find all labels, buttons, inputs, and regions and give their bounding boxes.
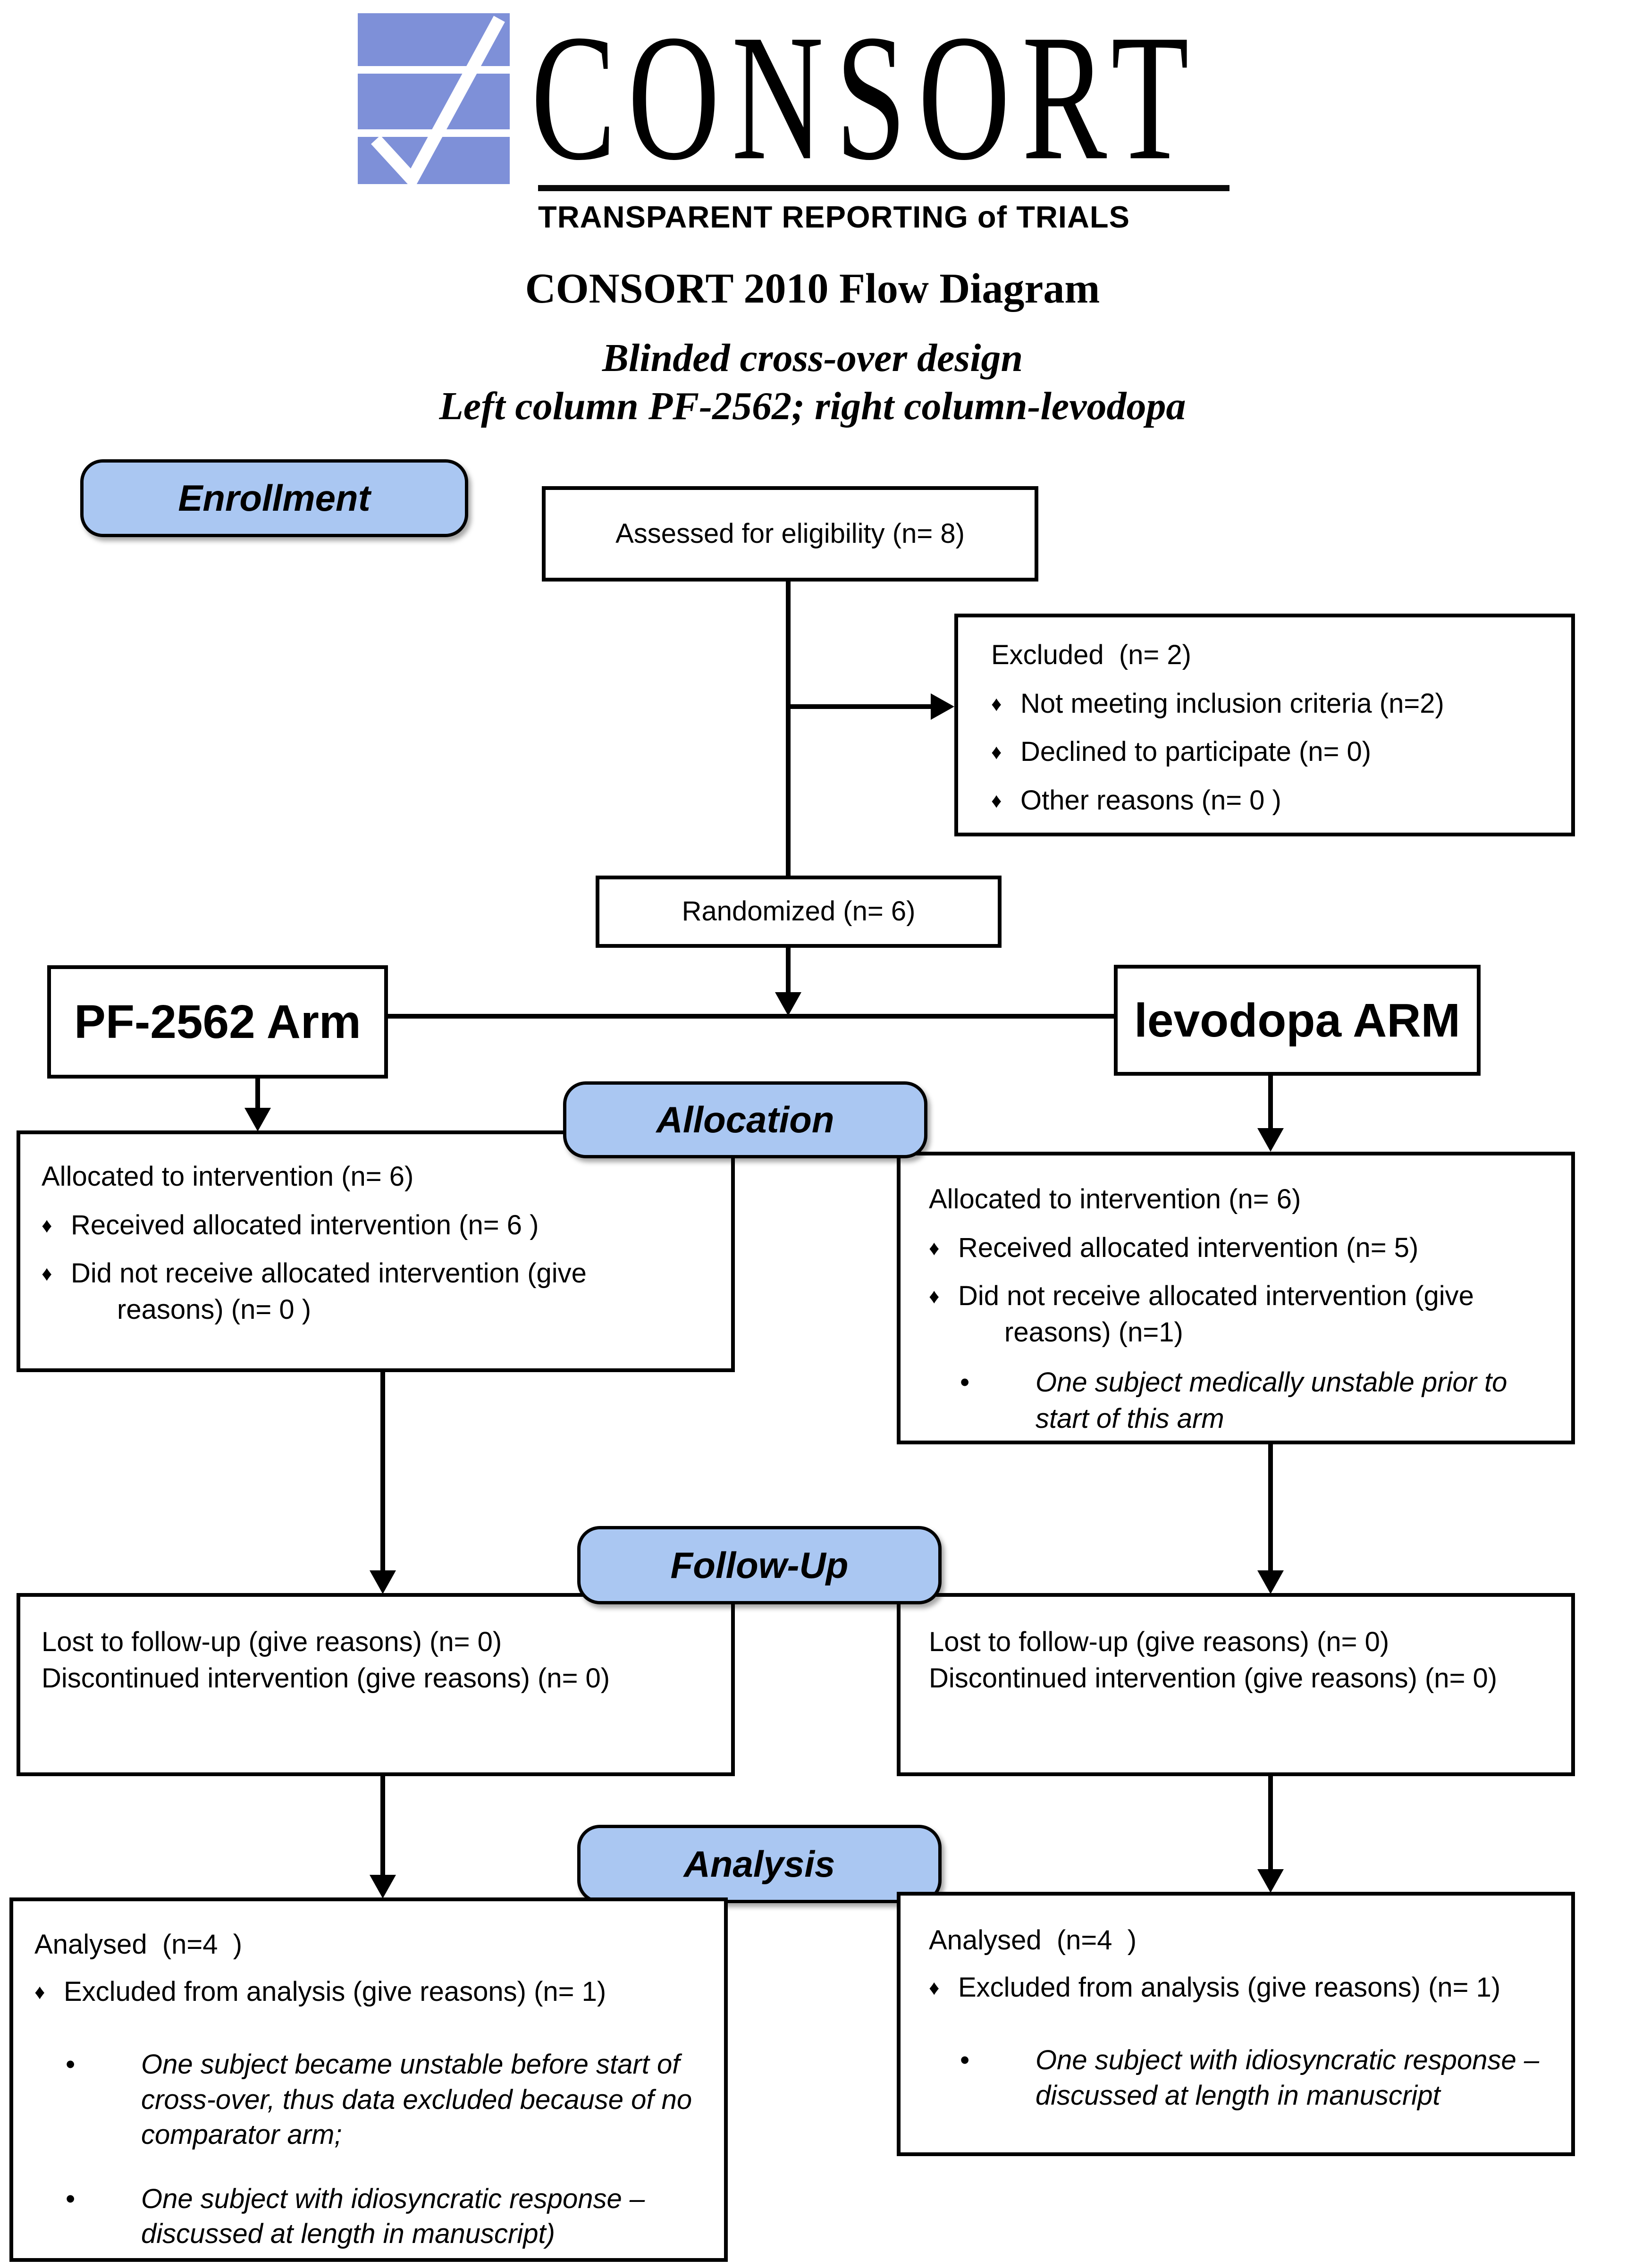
right-allocation-bullet-cont: reasons) (n=1) [1004,1316,1183,1348]
diamond-bullet-icon: ♦ [991,741,1002,764]
excluded-bullet: ♦ Not meeting inclusion criteria (n=2) [991,686,1557,722]
right-analysis-line1: Analysed (n=4 ) [929,1925,1137,1956]
right-allocation-bullet-text: Received allocated intervention (n= 5) [958,1232,1419,1263]
right-allocation-line1: Allocated to intervention (n= 6) [929,1184,1301,1214]
page-title: CONSORT 2010 Flow Diagram [525,265,1100,312]
diamond-bullet-icon: ♦ [929,1976,940,2000]
consort-logo-icon [358,13,510,189]
right-allocation-subbullet-text: One subject medically unstable prior to … [1036,1367,1515,1434]
right-allocation-bullet-text: Did not receive allocated intervention (… [958,1281,1474,1312]
left-analysis-box: Analysed (n=4 ) ♦ Excluded from analysis… [9,1897,728,2262]
excluded-bullet: ♦ Other reasons (n= 0 ) [991,783,1557,819]
right-analysis-box: Analysed (n=4 ) ♦ Excluded from analysis… [897,1892,1575,2156]
right-followup-line1: Lost to follow-up (give reasons) (n= 0) [929,1627,1389,1657]
arrowhead-left-analysis [370,1875,396,1898]
arrowhead-right-analysis [1257,1869,1284,1893]
excluded-bullet: ♦ Declined to participate (n= 0) [991,734,1557,770]
connector-right-followup-to-analysis [1268,1774,1273,1871]
left-analysis-line1: Analysed (n=4 ) [34,1929,243,1960]
left-analysis-subbullet: • One subject with idiosyncratic respons… [66,2182,712,2251]
left-allocation-box: Allocated to intervention (n= 6) ♦ Recei… [17,1130,735,1372]
right-analysis-subbullet-text: One subject with idiosyncratic response … [1036,2045,1547,2111]
left-allocation-bullet-text: Did not receive allocated intervention (… [71,1258,587,1289]
diamond-bullet-icon: ♦ [929,1236,940,1260]
excluded-bullet-text: Declined to participate (n= 0) [1020,736,1372,767]
dot-bullet-icon: • [66,2184,76,2215]
arrowhead-randomized [775,992,801,1016]
connector-levodopa-to-allocation [1268,1074,1273,1130]
right-followup-box: Lost to follow-up (give reasons) (n= 0) … [897,1593,1575,1776]
right-allocation-subbullet: • One subject medically unstable prior t… [960,1365,1559,1437]
assessed-box: Assessed for eligibility (n= 8) [542,486,1038,582]
subtitle-line-1: Blinded cross-over design [602,336,1023,380]
connector-to-excluded [786,704,932,709]
left-allocation-bullet-cont: reasons) (n= 0 ) [117,1294,312,1325]
diamond-bullet-icon: ♦ [991,692,1002,716]
left-allocation-bullet: ♦ Received allocated intervention (n= 6 … [42,1207,719,1244]
left-allocation-line1: Allocated to intervention (n= 6) [42,1161,414,1192]
pf-2562-arm-text: PF-2562 Arm [74,995,361,1048]
excluded-bullet-text: Other reasons (n= 0 ) [1020,784,1281,816]
arrowhead-right-followup [1257,1570,1284,1594]
randomized-text: Randomized (n= 6) [682,896,916,927]
right-allocation-box: Allocated to intervention (n= 6) ♦ Recei… [897,1152,1575,1444]
levodopa-arm-text: levodopa ARM [1134,994,1460,1047]
diamond-bullet-icon: ♦ [929,1285,940,1308]
excluded-bullet-text: Not meeting inclusion criteria (n=2) [1020,688,1444,719]
subtitle-line-2: Left column PF-2562; right column-levodo… [439,384,1186,428]
left-allocation-bullet: ♦ Did not receive allocated intervention… [42,1256,719,1292]
left-analysis-subbullet: • One subject became unstable before sta… [66,2047,712,2152]
right-followup-line2: Discontinued intervention (give reasons)… [929,1662,1498,1694]
assessed-text: Assessed for eligibility (n= 8) [615,518,965,549]
stage-label-followup: Follow-Up [577,1526,942,1604]
connector-left-followup-to-analysis [380,1774,385,1876]
right-allocation-bullet: ♦ Received allocated intervention (n= 5) [929,1230,1559,1266]
logo-tagline: TRANSPARENT REPORTING of TRIALS [538,200,1130,234]
diamond-bullet-icon: ♦ [991,789,1002,812]
left-analysis-subbullet-text: One subject became unstable before start… [141,2049,700,2150]
left-allocation-bullet-text: Received allocated intervention (n= 6 ) [71,1209,539,1240]
logo-divider [538,185,1229,191]
right-allocation-bullet: ♦ Did not receive allocated intervention… [929,1278,1559,1315]
dot-bullet-icon: • [960,2045,970,2076]
left-followup-box: Lost to follow-up (give reasons) (n= 0) … [17,1593,735,1776]
diamond-bullet-icon: ♦ [42,1214,52,1237]
connector-randomized-down [786,946,791,995]
pf-2562-arm-box: PF-2562 Arm [47,965,388,1079]
dot-bullet-icon: • [960,1367,970,1398]
right-analysis-bullet-text: Excluded from analysis (give reasons) (n… [958,1972,1501,2003]
connector-arms-horizontal [386,1014,1115,1019]
connector-right-allocation-to-followup [1268,1442,1273,1572]
arrowhead-right-allocation [1257,1128,1284,1152]
excluded-title: Excluded (n= 2) [991,640,1191,670]
stage-label-allocation: Allocation [563,1081,927,1158]
diamond-bullet-icon: ♦ [42,1262,52,1286]
connector-pf-to-allocation [255,1077,260,1110]
arrowhead-left-allocation [244,1108,271,1131]
left-followup-line1: Lost to follow-up (give reasons) (n= 0) [42,1627,502,1657]
excluded-box: Excluded (n= 2) ♦ Not meeting inclusion … [954,614,1575,836]
connector-assessed-to-randomized [786,580,791,877]
stage-label-analysis: Analysis [577,1825,942,1903]
randomized-box: Randomized (n= 6) [596,876,1002,948]
right-analysis-bullet: ♦ Excluded from analysis (give reasons) … [929,1970,1559,2005]
logo-wordmark: CONSORT [531,0,1201,198]
connector-left-allocation-to-followup [380,1369,385,1572]
stage-label-enrollment: Enrollment [80,459,468,537]
dot-bullet-icon: • [66,2049,76,2080]
left-analysis-bullet-text: Excluded from analysis (give reasons) (n… [64,1976,606,2007]
left-analysis-subbullet-text: One subject with idiosyncratic response … [141,2184,653,2250]
left-analysis-bullet: ♦ Excluded from analysis (give reasons) … [34,1974,712,2009]
right-analysis-subbullet: • One subject with idiosyncratic respons… [960,2043,1559,2113]
arrowhead-left-followup [370,1570,396,1594]
diamond-bullet-icon: ♦ [34,1981,45,2004]
levodopa-arm-box: levodopa ARM [1114,965,1481,1076]
left-followup-line2: Discontinued intervention (give reasons)… [42,1662,610,1694]
arrowhead-into-excluded [931,693,954,720]
